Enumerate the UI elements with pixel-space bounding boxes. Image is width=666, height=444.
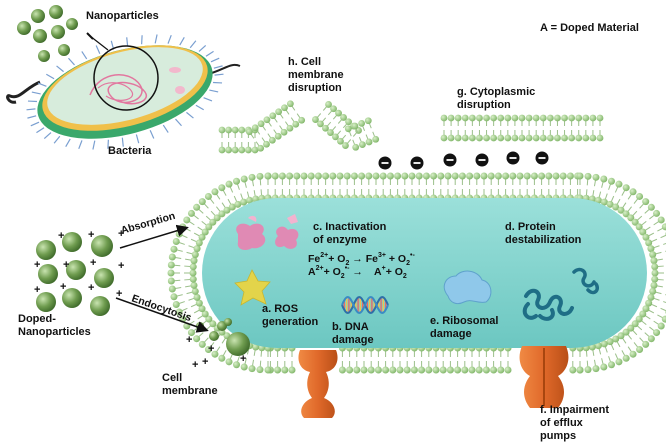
- protein-icon: [522, 267, 600, 321]
- ribosome-icon: [443, 270, 492, 305]
- cytoplasmic-disruption-label: g. Cytoplasmic disruption: [457, 86, 538, 111]
- doped-nanoparticles-label: Doped- Nanoparticles: [18, 313, 91, 338]
- svg-text:+: +: [90, 257, 96, 269]
- nanoparticles-label: Nanoparticles: [86, 10, 159, 22]
- efflux-pump-icon: [298, 346, 569, 418]
- svg-text:+: +: [63, 259, 69, 271]
- legend-doped-material: A = Doped Material: [540, 22, 639, 34]
- ros-star-icon: [234, 269, 271, 306]
- svg-text:+: +: [192, 359, 198, 371]
- dna-damage-label: b. DNA damage: [332, 321, 374, 346]
- endocytosis-label: Endocytosis: [130, 292, 193, 324]
- disrupted-membrane-fragment: [218, 100, 380, 154]
- svg-text:+: +: [116, 288, 122, 300]
- ribosomal-damage-label: e. Ribosomal damage: [430, 315, 502, 340]
- absorption-arrow: [119, 224, 189, 249]
- svg-text:+: +: [202, 356, 208, 368]
- svg-text:+: +: [186, 334, 192, 346]
- svg-text:+: +: [208, 343, 214, 355]
- dna-helix-icon: [341, 295, 389, 315]
- svg-text:+: +: [88, 229, 94, 241]
- positive-charge-icon: ++++++++++++++++: [34, 228, 246, 371]
- cytoplasmic-membrane-fragment: [440, 114, 604, 142]
- bacteria-label: Bacteria: [108, 145, 152, 157]
- bacteria-icon: [6, 32, 241, 150]
- svg-text:+: +: [34, 284, 40, 296]
- negative-charge-icon: [378, 151, 549, 170]
- ros-generation-label: a. ROS generation: [262, 303, 319, 328]
- membrane-disruption-label: h. Cell membrane disruption: [288, 56, 347, 94]
- equation-a-product: A++ O2: [374, 265, 407, 280]
- svg-text:+: +: [240, 353, 246, 365]
- nanoparticle-icon: [17, 5, 78, 62]
- equation-a: A2++ O2•- →: [308, 265, 363, 280]
- cell-membrane-label: Cell membrane: [162, 372, 218, 397]
- enzyme-icon: [236, 214, 299, 250]
- efflux-impairment-label: f. Impairment of efflux pumps: [540, 404, 612, 442]
- endocytosis-arrow: [115, 297, 209, 333]
- cytoplasm: [202, 198, 647, 348]
- equation-fe: Fe2++ O2 → Fe3+ + O2•-: [308, 252, 415, 267]
- svg-text:+: +: [88, 282, 94, 294]
- svg-text:+: +: [58, 230, 64, 242]
- svg-text:+: +: [34, 259, 40, 271]
- doped-nanoparticle-icon: [36, 232, 114, 316]
- svg-text:+: +: [118, 260, 124, 272]
- svg-text:+: +: [60, 281, 66, 293]
- inactivation-enzyme-label: c. Inactivation of enzyme: [313, 221, 389, 246]
- svg-text:+: +: [118, 228, 124, 240]
- protein-destabilization-label: d. Protein destabilization: [505, 221, 582, 246]
